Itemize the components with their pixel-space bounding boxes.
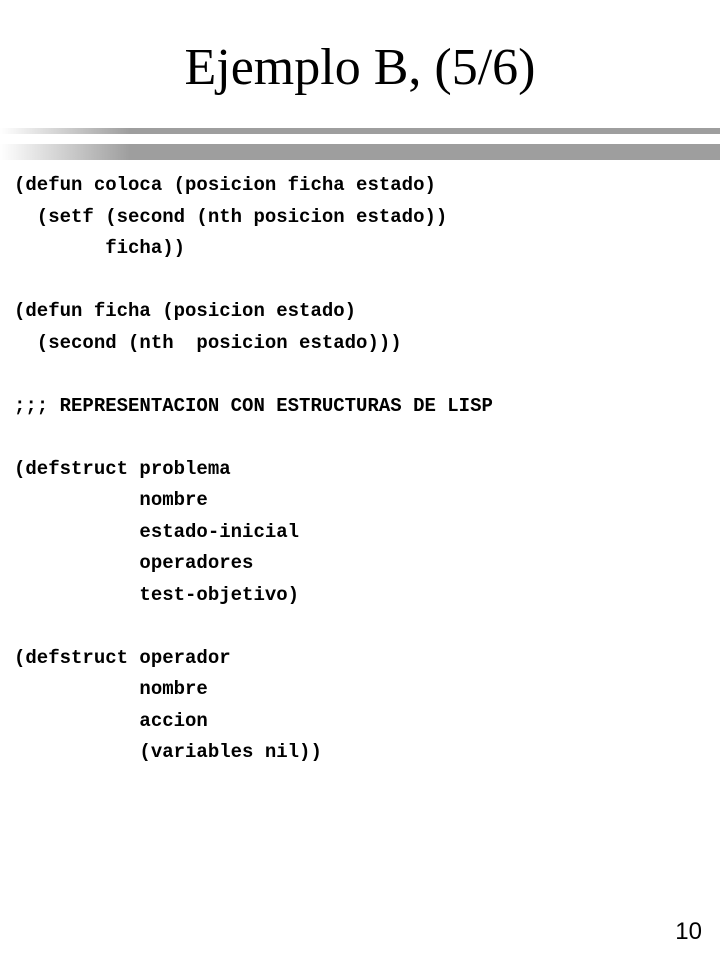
code-line: accion [14, 709, 208, 732]
title-underline-thick [0, 144, 720, 160]
code-line: (variables nil)) [14, 741, 322, 763]
slide-title: Ejemplo B, (5/6) [184, 39, 536, 96]
page-number: 10 [675, 918, 702, 945]
code-line: (defun coloca (posicion ficha estado) [14, 174, 436, 196]
code-line: (defstruct operador [14, 646, 231, 669]
code-line: (defun ficha (posicion estado) [14, 300, 357, 322]
code-line: (defstruct problema [14, 457, 231, 480]
code-line-blank [14, 611, 493, 643]
code-line: test-objetivo) [14, 583, 300, 606]
title-underline-thin [0, 128, 720, 134]
code-line: nombre [14, 678, 208, 700]
code-line: ficha)) [14, 237, 186, 259]
code-line: (second (nth posicion estado))) [14, 331, 402, 354]
code-line: operadores [14, 552, 254, 574]
rule-fade-accent [0, 128, 130, 134]
rule-fade-accent [0, 144, 130, 160]
code-line: nombre [14, 489, 208, 511]
code-line-blank [14, 265, 493, 297]
code-line: estado-inicial [14, 520, 300, 543]
code-line-blank [14, 359, 493, 391]
code-block: (defun coloca (posicion ficha estado) (s… [14, 170, 493, 769]
code-line-blank [14, 422, 493, 454]
code-line: (setf (second (nth posicion estado)) [14, 205, 448, 228]
code-comment: ;;; REPRESENTACION CON ESTRUCTURAS DE LI… [14, 394, 493, 417]
